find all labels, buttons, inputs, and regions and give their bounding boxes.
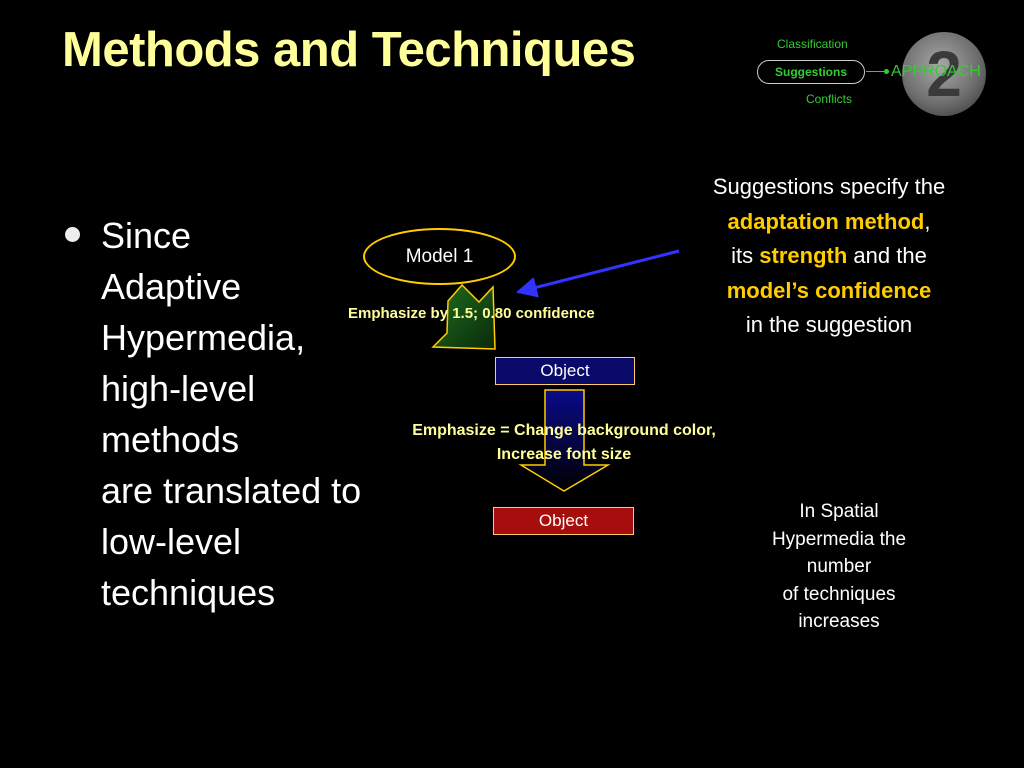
callout-text: Suggestions specify the <box>712 174 946 199</box>
section-number-badge: 2 <box>902 32 986 116</box>
translation-caption: Emphasize = Change background color, Inc… <box>346 419 782 467</box>
callout-pointer-arrow <box>515 249 680 298</box>
bullet-line: techniques <box>101 572 276 613</box>
bullet-text: Since Adaptive Hypermedia, high-level me… <box>101 210 431 618</box>
section-name-label[interactable]: APPROACH <box>891 63 981 80</box>
bullet-line: methods <box>101 419 240 460</box>
object-node-upper: Object <box>495 357 635 385</box>
nav-classification-link[interactable]: Classification <box>777 37 848 51</box>
callout-highlight: model’s confidence <box>726 277 932 303</box>
bullet-line: Adaptive <box>101 266 242 307</box>
bullet-line: Hypermedia, <box>101 317 306 358</box>
side-note-line: increases <box>798 611 880 632</box>
translation-caption-line: Increase font size <box>496 446 632 463</box>
bullet-line: Since <box>101 215 192 256</box>
callout-text: , <box>924 208 931 234</box>
model-node: Model 1 <box>363 228 516 285</box>
side-note-line: Hypermedia the <box>771 528 907 550</box>
callout-text: and the <box>853 243 927 268</box>
callout-highlight: strength <box>759 243 848 268</box>
suggestion-caption: Emphasize by 1.5; 0.80 confidence <box>348 305 595 322</box>
model-to-object-arrow <box>431 283 496 350</box>
nav-connector-dot <box>884 69 889 74</box>
slide-title: Methods and Techniques <box>62 23 636 77</box>
bullet-line: high-level <box>101 368 256 409</box>
suggestion-callout: Suggestions specify the adaptation metho… <box>668 170 990 343</box>
callout-text: in the suggestion <box>745 312 913 337</box>
nav-conflicts-link[interactable]: Conflicts <box>806 92 853 106</box>
side-note-line: of techniques <box>782 583 896 605</box>
callout-highlight: adaptation method <box>727 208 925 234</box>
bullet-marker <box>65 227 80 242</box>
bullet-line: low-level <box>101 521 242 562</box>
object-node-lower: Object <box>493 507 634 535</box>
translation-caption-line: Emphasize = Change background color, <box>412 422 716 439</box>
callout-text: its <box>731 243 754 268</box>
spatial-hypermedia-note: In Spatial Hypermedia the number of tech… <box>740 498 938 636</box>
nav-connector-line <box>866 71 886 72</box>
side-note-line: number <box>806 556 872 577</box>
translation-arrow <box>518 389 611 492</box>
side-note-line: In Spatial <box>799 501 879 522</box>
bullet-line: are translated to <box>101 470 362 511</box>
nav-suggestions-link[interactable]: Suggestions <box>757 60 865 84</box>
